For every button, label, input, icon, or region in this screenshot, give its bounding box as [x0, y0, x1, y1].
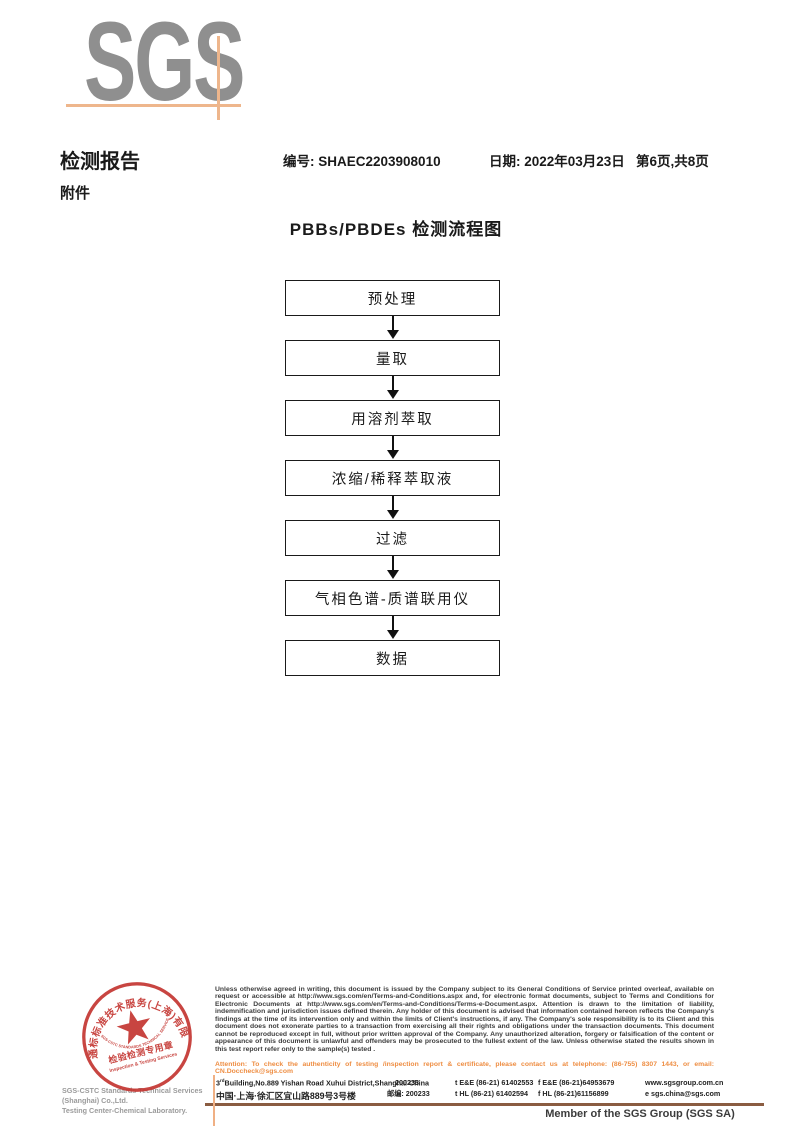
flowchart: 预处理 量取 用溶剂萃取 浓缩/稀释萃取液 过滤 气相色谱-质谱联用仪 数据 — [285, 280, 500, 676]
postcode-en: 200233 — [395, 1078, 419, 1087]
email: e sgs.china@sgs.com — [645, 1089, 721, 1098]
flow-step-data: 数据 — [285, 640, 500, 676]
flow-step-measure: 量取 — [285, 340, 500, 376]
arrow-down-icon — [386, 376, 399, 400]
fax-ee: f E&E (86-21)64953679 — [538, 1078, 615, 1087]
flow-step-filter: 过滤 — [285, 520, 500, 556]
report-title: 检测报告 — [60, 151, 140, 173]
sgs-member-note: Member of the SGS Group (SGS SA) — [545, 1108, 735, 1120]
seal-star-icon — [116, 1010, 151, 1045]
flowchart-title: PBBs/PBDEs 检测流程图 — [289, 220, 503, 239]
page-indicator: 第6页,共8页 — [636, 154, 709, 169]
phone-hl: t HL (86-21) 61402594 — [455, 1089, 528, 1098]
lab-company-line2: Testing Center-Chemical Laboratory. — [62, 1106, 188, 1115]
arrow-down-icon — [386, 316, 399, 340]
address-en: 3rdBuilding,No.889 Yishan Road Xuhui Dis… — [216, 1078, 429, 1088]
phone-ee: t E&E (86-21) 61402553 — [455, 1078, 534, 1087]
logo-horizontal-rule — [66, 104, 241, 107]
report-number: 编号: SHAEC2203908010 — [283, 154, 441, 169]
legal-disclaimer: Unless otherwise agreed in writing, this… — [215, 986, 714, 1053]
flow-step-concentrate-dilute: 浓缩/稀释萃取液 — [285, 460, 500, 496]
flow-step-pretreatment: 预处理 — [285, 280, 500, 316]
footer-crop-mark — [213, 1075, 215, 1126]
report-date: 日期: 2022年03月23日 — [489, 154, 625, 169]
logo-vertical-rule — [217, 36, 220, 120]
attention-notice: Attention: To check the authenticity of … — [215, 1061, 714, 1076]
flow-step-solvent-extraction: 用溶剂萃取 — [285, 400, 500, 436]
arrow-down-icon — [386, 556, 399, 580]
address-cn: 中国·上海·徐汇区宜山路889号3号楼 — [216, 1091, 356, 1101]
fax-hl: f HL (86-21)61156899 — [538, 1089, 609, 1098]
postcode-cn: 邮编: 200233 — [387, 1089, 430, 1098]
flow-step-gcms: 气相色谱-质谱联用仪 — [285, 580, 500, 616]
arrow-down-icon — [386, 436, 399, 460]
website: www.sgsgroup.com.cn — [645, 1078, 724, 1087]
arrow-down-icon — [386, 496, 399, 520]
arrow-down-icon — [386, 616, 399, 640]
footer-rule — [205, 1103, 764, 1106]
attachment-label: 附件 — [60, 185, 91, 202]
